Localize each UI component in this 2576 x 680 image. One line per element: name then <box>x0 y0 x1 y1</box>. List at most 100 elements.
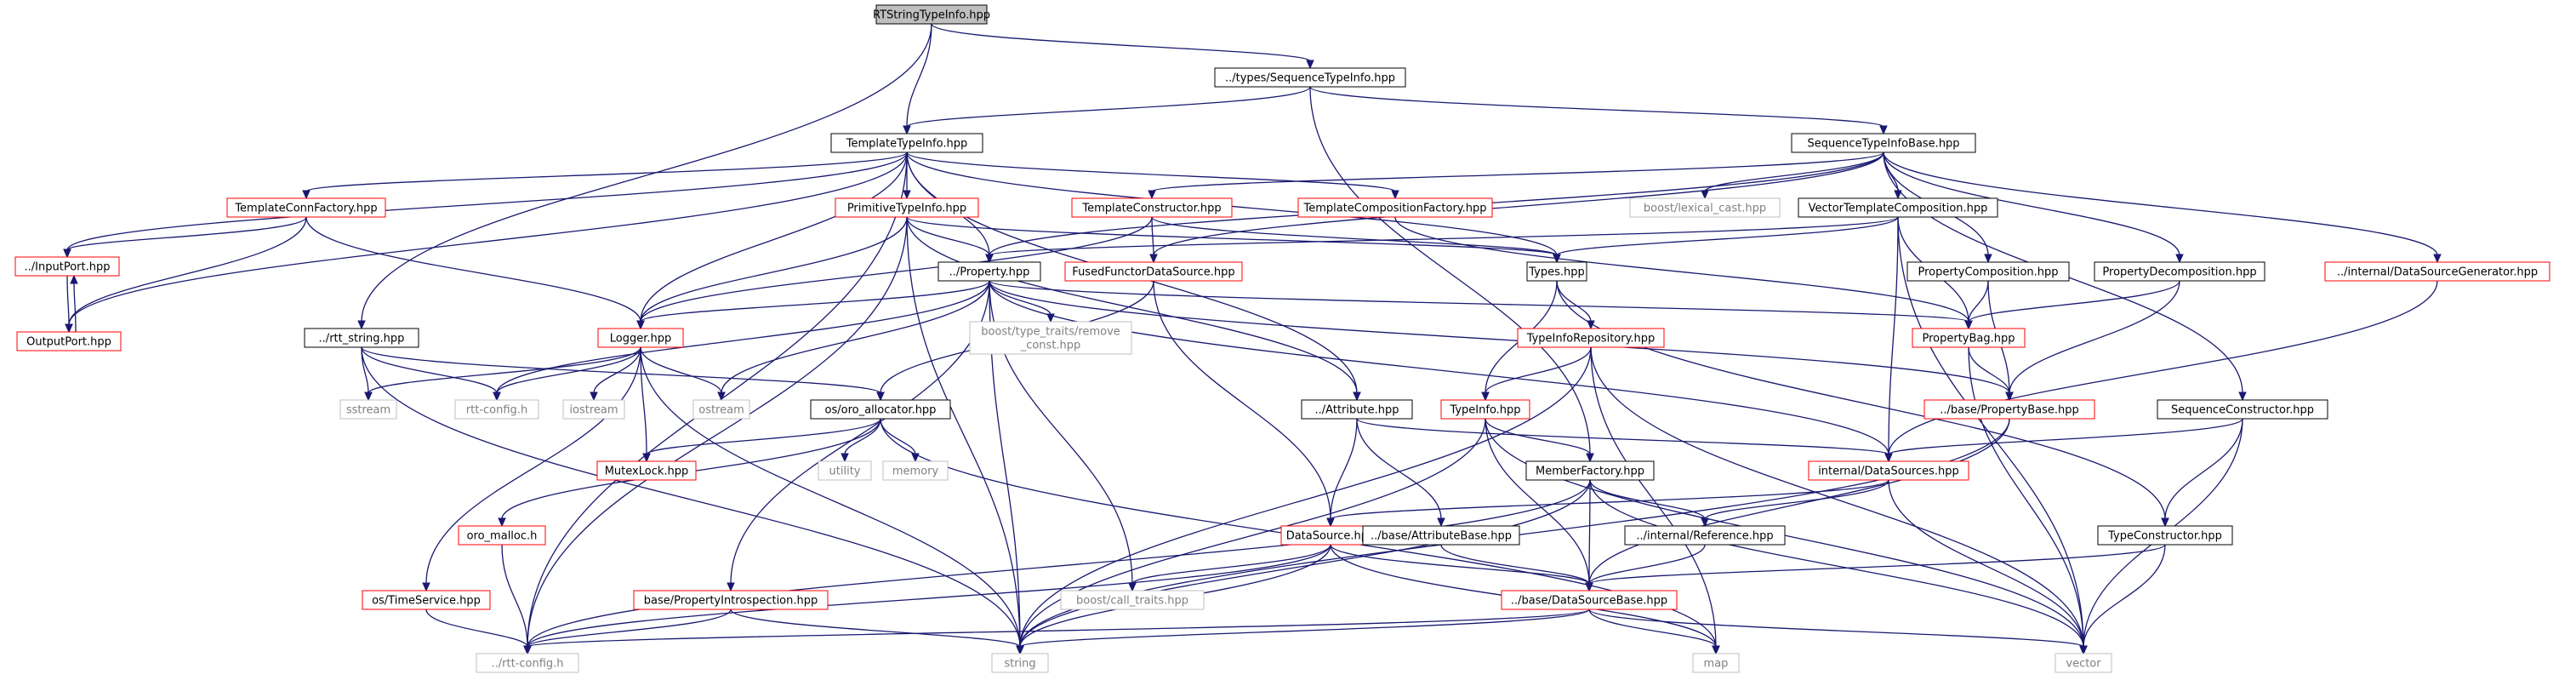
node-inputPort[interactable]: ../InputPort.hpp <box>14 256 120 277</box>
node-string[interactable]: string <box>991 653 1049 673</box>
node-seqTypeInfoBase[interactable]: SequenceTypeInfoBase.hpp <box>1791 133 1976 153</box>
node-mutexLock[interactable]: MutexLock.hpp <box>596 460 697 481</box>
arrowhead-osOroAllocator-to-mutexLock <box>642 453 651 463</box>
node-boostLexicalCast[interactable]: boost/lexical_cast.hpp <box>1629 197 1781 218</box>
node-osTimeService[interactable]: os/TimeService.hpp <box>362 590 491 610</box>
node-box <box>454 399 539 420</box>
node-internalDataSources[interactable]: internal/DataSources.hpp <box>1808 460 1969 481</box>
node-box <box>1440 399 1530 420</box>
node-rttConfig2[interactable]: ../rtt-config.h <box>476 653 579 673</box>
node-memory[interactable]: memory <box>882 460 949 481</box>
node-primitiveTypeInfo[interactable]: PrimitiveTypeInfo.hpp <box>835 197 979 218</box>
node-templateCompositionFactory[interactable]: TemplateCompositionFactory.hpp <box>1297 197 1493 218</box>
edge-property-to-internalDataSources <box>989 280 1889 455</box>
arrowhead-osOroAllocator-to-utility <box>841 453 849 463</box>
node-root[interactable]: RTStringTypeInfo.hpp <box>873 4 990 25</box>
node-vector[interactable]: vector <box>2055 653 2112 673</box>
edge-propertyBag-to-vector <box>1968 346 2084 648</box>
node-basePropertyIntrospection[interactable]: base/PropertyIntrospection.hpp <box>633 590 829 610</box>
node-basePropertyBase[interactable]: ../base/PropertyBase.hpp <box>1923 399 2095 420</box>
node-box <box>1906 261 2070 282</box>
edge-primitiveTypeInfo-to-typesHpp <box>906 216 1558 256</box>
node-label: PrimitiveTypeInfo.hpp <box>847 203 966 215</box>
node-osOroAllocator[interactable]: os/oro_allocator.hpp <box>810 399 951 420</box>
edge-primitiveTypeInfo-to-logger <box>640 216 908 323</box>
node-propertyDecomposition[interactable]: PropertyDecomposition.hpp <box>2094 261 2265 282</box>
node-label: ostream <box>698 404 744 417</box>
node-label: FusedFunctorDataSource.hpp <box>1072 266 1234 279</box>
node-box <box>476 653 579 673</box>
edge-logger-to-rttConfig <box>496 346 641 394</box>
edge-baseDataSourceBase-to-rttConfig2 <box>527 609 1590 648</box>
edge-seqTypeInfoBase-to-propertyDecomposition <box>1883 151 2180 256</box>
node-box <box>1624 525 1786 546</box>
node-label: _const.hpp <box>1020 340 1081 352</box>
node-dataSource[interactable]: DataSource.hpp <box>1280 525 1381 546</box>
node-ostream[interactable]: ostream <box>692 399 750 420</box>
node-baseDataSourceBase[interactable]: ../base/DataSourceBase.hpp <box>1501 590 1678 610</box>
node-templateConstructor[interactable]: TemplateConstructor.hpp <box>1071 197 1233 218</box>
node-typeInfoRepository[interactable]: TypeInfoRepository.hpp <box>1517 328 1665 348</box>
node-property[interactable]: ../Property.hpp <box>938 261 1041 282</box>
edge-typeInfo-to-baseDataSourceBase <box>1485 418 1590 585</box>
node-label: rtt-config.h <box>466 404 527 417</box>
node-typeInfo[interactable]: TypeInfo.hpp <box>1440 399 1530 420</box>
edge-logger-to-osTimeService <box>425 346 641 585</box>
edge-propertyComposition-to-propertyBag <box>1968 280 1989 323</box>
arrowhead-primitiveTypeInfo-to-attribute <box>1353 391 1361 402</box>
node-propertyComposition[interactable]: PropertyComposition.hpp <box>1906 261 2070 282</box>
node-outputPort[interactable]: OutputPort.hpp <box>16 331 122 351</box>
node-boostTypeTraits[interactable]: boost/type_traits/remove_const.hpp <box>969 321 1132 355</box>
node-boostCallTraits[interactable]: boost/call_traits.hpp <box>1060 590 1205 610</box>
node-box <box>2097 525 2233 546</box>
node-propertyBag[interactable]: PropertyBag.hpp <box>1912 328 2026 348</box>
node-attribute[interactable]: ../Attribute.hpp <box>1301 399 1413 420</box>
node-rttConfig[interactable]: rtt-config.h <box>454 399 539 420</box>
node-label: os/oro_allocator.hpp <box>825 404 937 417</box>
node-box <box>1501 590 1678 610</box>
node-templateConnFactory[interactable]: TemplateConnFactory.hpp <box>226 197 386 218</box>
node-utility[interactable]: utility <box>818 460 872 481</box>
node-box <box>339 399 397 420</box>
node-box <box>1071 197 1233 218</box>
node-internalReference[interactable]: ../internal/Reference.hpp <box>1624 525 1786 546</box>
arrowhead-sequenceConstructor-to-typeConstructor <box>2161 517 2169 528</box>
node-typesHpp[interactable]: Types.hpp <box>1526 261 1587 282</box>
node-box <box>1808 460 1969 481</box>
node-box <box>304 328 419 348</box>
edge-outputPort-to-inputPort <box>73 282 77 333</box>
node-oroMalloc[interactable]: oro_malloc.h <box>458 525 546 546</box>
node-label: ../rtt-config.h <box>491 658 563 671</box>
node-iostream[interactable]: iostream <box>562 399 625 420</box>
edge-dataSource-to-boostCallTraits <box>1131 544 1331 585</box>
node-label: ../base/PropertyBase.hpp <box>1940 404 2079 417</box>
node-label: boost/lexical_cast.hpp <box>1644 203 1766 215</box>
node-dataSourceGenerator[interactable]: ../internal/DataSourceGenerator.hpp <box>2324 261 2550 282</box>
edge-attribute-to-dataSource <box>1330 418 1358 520</box>
node-baseAttributeBase[interactable]: ../base/AttributeBase.hpp <box>1362 525 1520 546</box>
node-memberFactory[interactable]: MemberFactory.hpp <box>1525 460 1655 481</box>
edge-internalDataSources-to-vector <box>1888 479 2084 648</box>
node-rttString[interactable]: ../rtt_string.hpp <box>304 328 419 348</box>
node-fusedFunctorDataSource[interactable]: FusedFunctorDataSource.hpp <box>1064 261 1243 282</box>
edge-typeInfoRepository-to-typeInfo <box>1485 346 1592 394</box>
arrowhead-logger-to-osTimeService <box>422 582 430 592</box>
node-sstream[interactable]: sstream <box>339 399 397 420</box>
node-seqTypeInfo[interactable]: ../types/SequenceTypeInfo.hpp <box>1214 67 1406 88</box>
edge-typeInfoRepository-to-string <box>1019 346 1592 648</box>
node-vectorTemplateComposition[interactable]: VectorTemplateComposition.hpp <box>1798 197 1998 218</box>
node-logger[interactable]: Logger.hpp <box>597 328 684 348</box>
node-label: VectorTemplateComposition.hpp <box>1809 203 1988 215</box>
node-typeConstructor[interactable]: TypeConstructor.hpp <box>2097 525 2233 546</box>
node-label: ../internal/DataSourceGenerator.hpp <box>2337 266 2538 279</box>
node-label: vector <box>2066 658 2101 671</box>
arrowhead-templateTypeInfo-to-templateCompositionFactory <box>1391 190 1399 200</box>
node-box <box>1064 261 1243 282</box>
node-label: boost/call_traits.hpp <box>1076 595 1188 608</box>
node-sequenceConstructor[interactable]: SequenceConstructor.hpp <box>2157 399 2328 420</box>
edge-templateTypeInfo-to-templateCompositionFactory <box>906 151 1396 192</box>
node-map[interactable]: map <box>1692 653 1740 673</box>
edge-seqTypeInfoBase-to-templateConstructor <box>1151 151 1884 192</box>
node-templateTypeInfo[interactable]: TemplateTypeInfo.hpp <box>830 133 983 153</box>
edge-templateConstructor-to-logger <box>640 216 1153 323</box>
